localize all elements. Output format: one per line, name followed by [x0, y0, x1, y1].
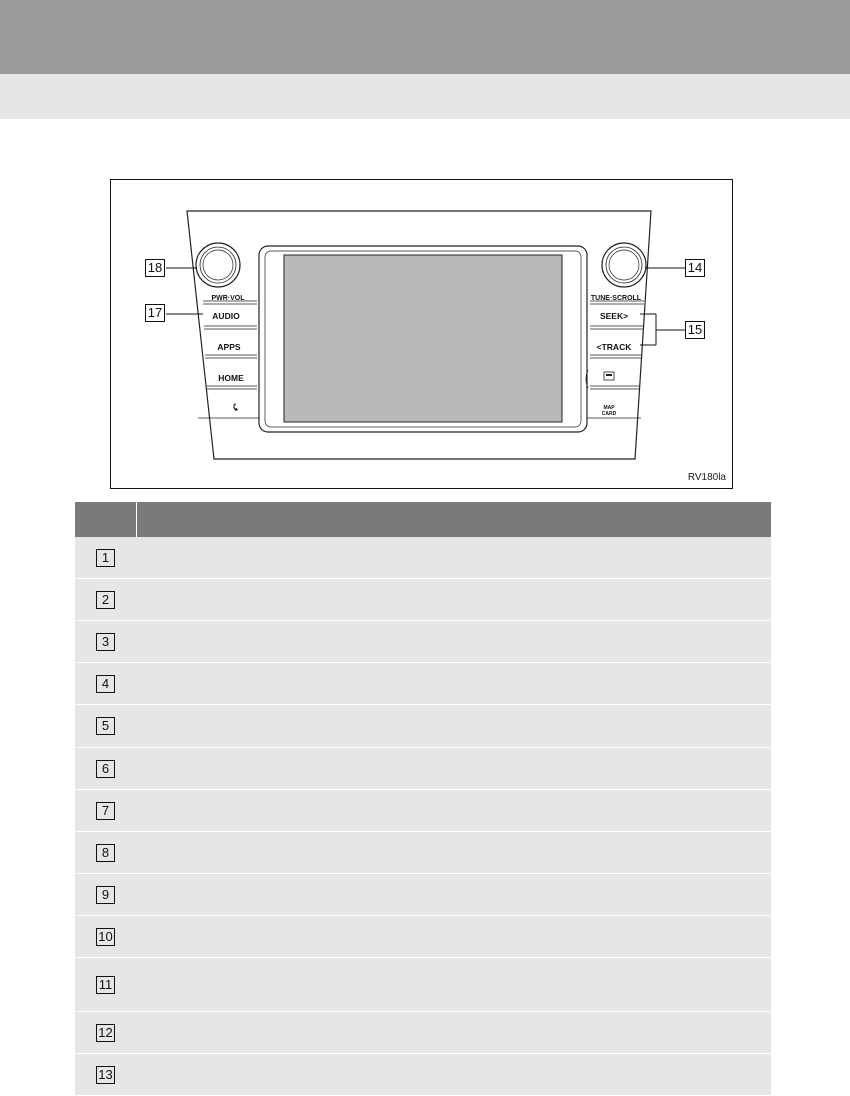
row-number: 13 [96, 1066, 115, 1084]
row-number: 3 [96, 633, 115, 651]
table-row: 7 [75, 790, 771, 832]
row-number: 2 [96, 591, 115, 609]
tune-scroll-knob [601, 242, 647, 288]
phone-icon [233, 403, 238, 411]
row-number: 8 [96, 844, 115, 862]
map-card-line1: MAP [603, 405, 615, 411]
row-number: 11 [96, 976, 115, 994]
apps-button-label: APPS [217, 342, 240, 352]
table-row: 5 [75, 705, 771, 748]
tune-scroll-label: TUNE·SCROLL [591, 295, 642, 302]
table-row: 1 [75, 537, 771, 579]
row-number: 4 [96, 675, 115, 693]
row-number: 1 [96, 549, 115, 567]
table-row: 13 [75, 1054, 771, 1096]
pwr-vol-label: PWR·VOL [211, 295, 245, 302]
track-button-label: <TRACK [597, 342, 633, 352]
callout-15: 15 [685, 321, 705, 339]
map-card-line2: CARD [602, 411, 617, 417]
table-row: 11 [75, 958, 771, 1012]
table-row: 6 [75, 748, 771, 790]
head-unit-drawing: PWR·VOL AUDIO APPS HOME TUNE·SCROLL SEEK… [166, 210, 686, 460]
table-row: 9 [75, 874, 771, 916]
sd-card-icon [603, 371, 615, 381]
callout-17: 17 [145, 304, 165, 322]
table-row: 4 [75, 663, 771, 705]
display-screen [283, 254, 563, 423]
callout-18: 18 [145, 259, 165, 277]
header-band [0, 0, 850, 74]
table-row: 8 [75, 832, 771, 874]
home-button-label: HOME [218, 373, 244, 383]
seek-button-label: SEEK> [600, 311, 628, 321]
figure-code: RV180la [687, 472, 726, 483]
table-header [75, 502, 771, 537]
audio-button-label: AUDIO [212, 311, 240, 321]
table-row: 10 [75, 916, 771, 958]
row-number: 10 [96, 928, 115, 946]
table-row: 12 [75, 1012, 771, 1054]
row-number: 9 [96, 886, 115, 904]
subheader-band [0, 74, 850, 119]
table-header-divider [136, 502, 137, 537]
row-number: 5 [96, 717, 115, 735]
pwr-vol-knob [195, 242, 241, 288]
head-unit-figure: PWR·VOL AUDIO APPS HOME TUNE·SCROLL SEEK… [110, 179, 733, 489]
row-number: 12 [96, 1024, 115, 1042]
row-number: 6 [96, 760, 115, 778]
table-row: 2 [75, 579, 771, 621]
table-row: 3 [75, 621, 771, 663]
callout-14: 14 [685, 259, 705, 277]
row-number: 7 [96, 802, 115, 820]
